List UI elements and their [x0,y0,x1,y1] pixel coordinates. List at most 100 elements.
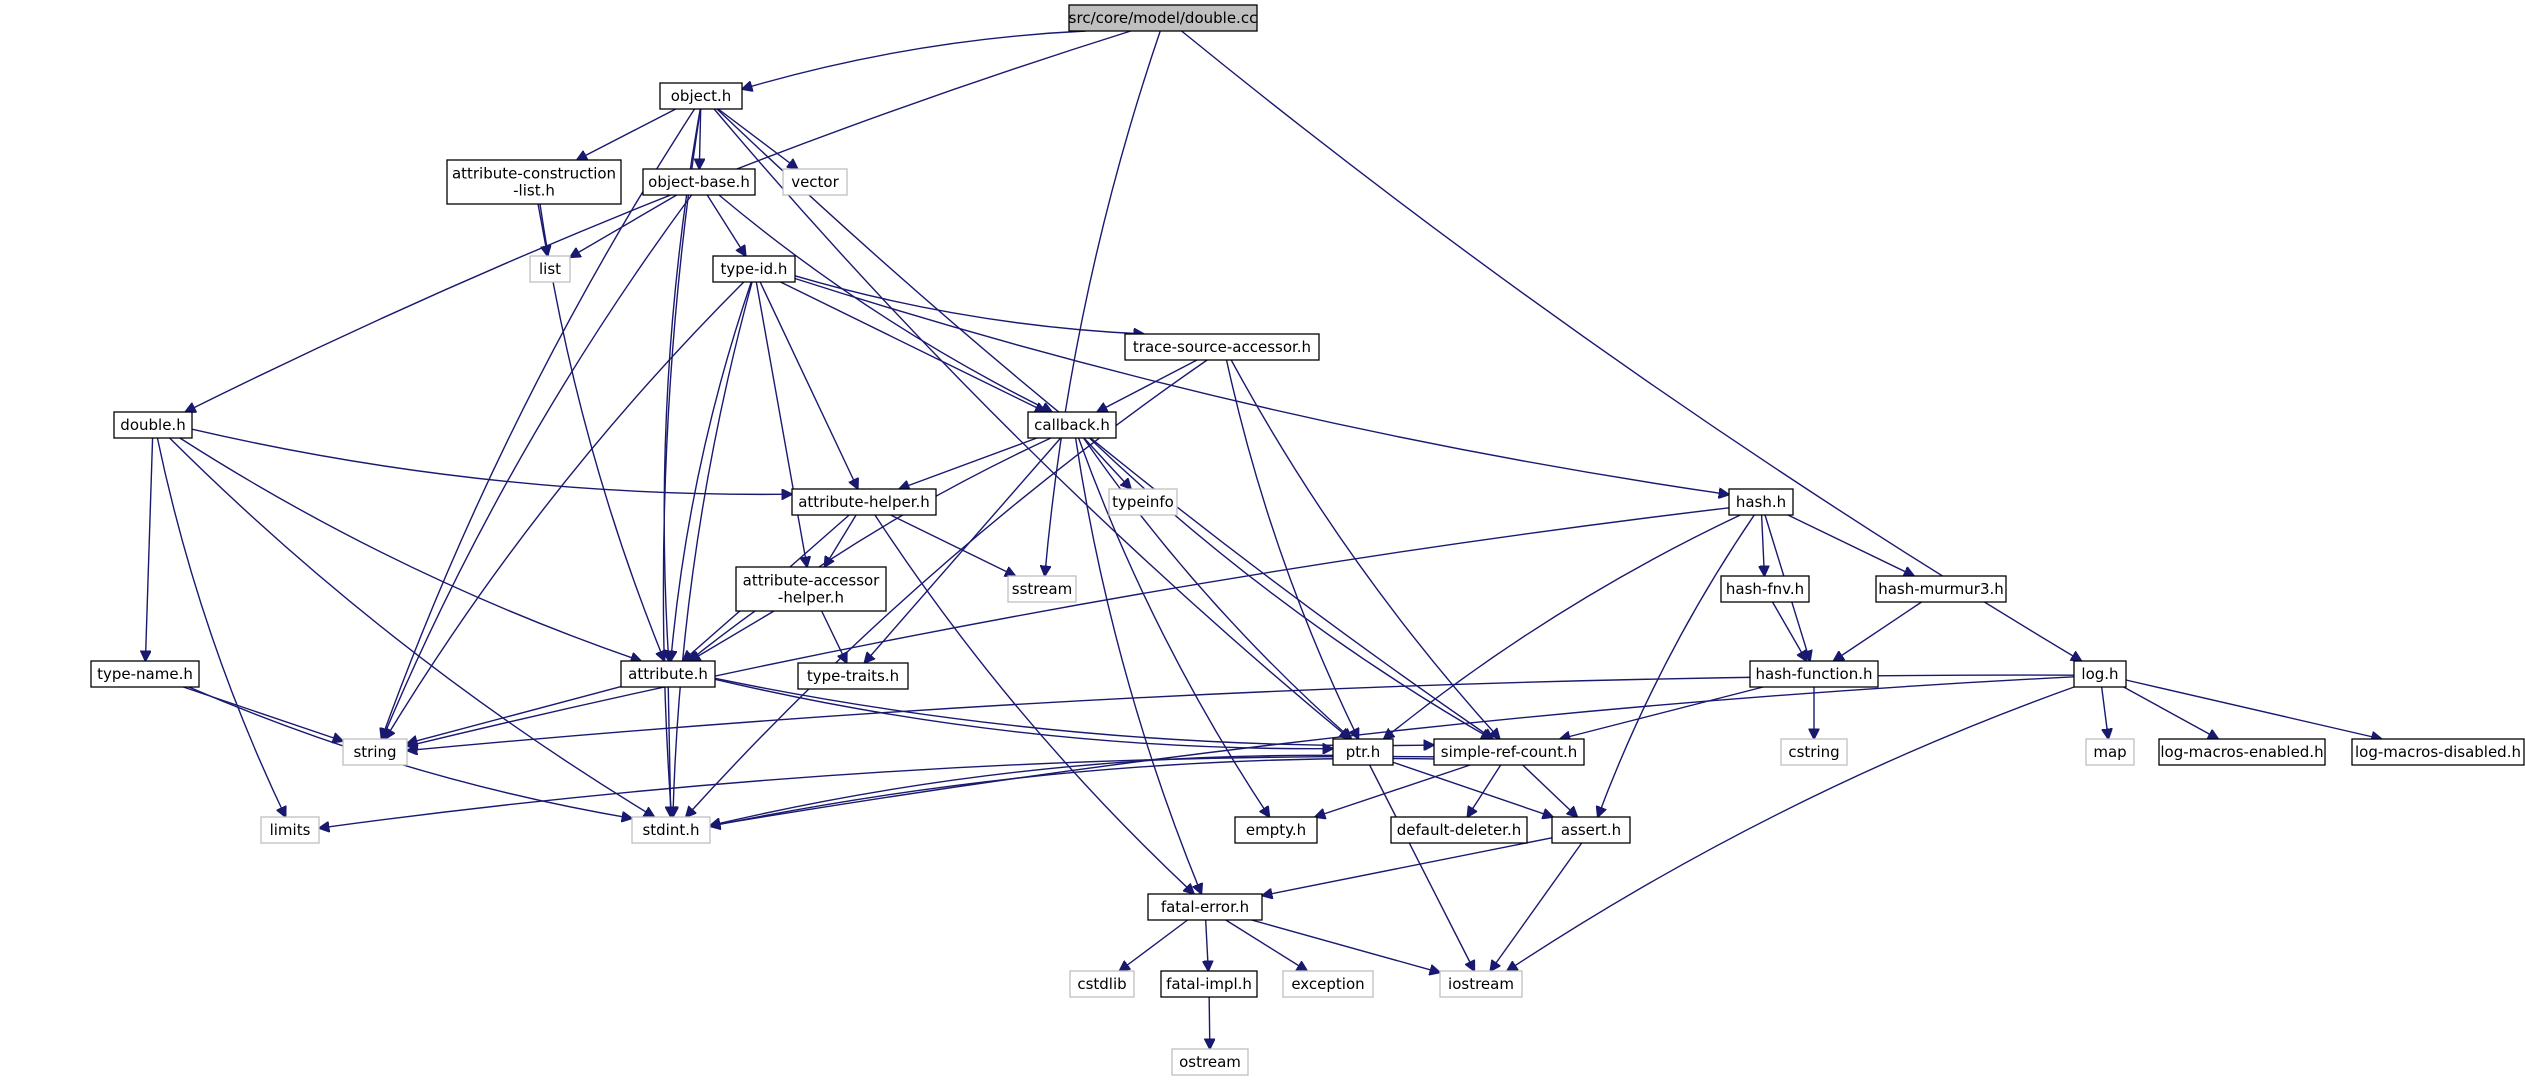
node-double-h[interactable]: double.h [113,411,193,439]
edge-type_id_h-to-callback_h [780,281,1046,412]
node-label: attribute.h [628,665,708,683]
edge-type_name_h-to-stdint [188,686,632,818]
node-box [782,168,848,196]
node-label: log.h [2081,665,2118,683]
node-log-macros-dis[interactable]: log-macros-disabled.h [2351,738,2525,766]
edge-callback_h-to-empty_h [1077,437,1270,817]
node-assert-h[interactable]: assert.h [1551,816,1631,844]
edge-trace_source-to-callback_h [1097,359,1198,412]
node-box [1780,738,1848,766]
node-attribute-h[interactable]: attribute.h [620,660,716,688]
edge-attr_accessor-to-attribute_h [690,610,775,661]
node-label: type-id.h [721,260,788,278]
node-label: log-macros-disabled.h [2355,743,2521,761]
edge-log_h-to-log_macros_en [2123,686,2219,739]
edge-log_h-to-stdint [710,676,2075,826]
edge-attr_construction-to-list [537,203,548,256]
node-label: empty.h [1246,821,1306,839]
node-box [1439,970,1523,998]
node-callback-h[interactable]: callback.h [1027,411,1117,439]
edge-double_h-to-type_name_h [145,437,154,661]
edge-fatal_error-to-fatal_impl [1206,919,1209,971]
edge-trace_source-to-stdint [686,359,1208,817]
edge-log_h-to-iostream [1507,686,2075,971]
node-label: map [2093,743,2126,761]
node-label: typeinfo [1112,493,1174,511]
node-attr-helper[interactable]: attribute-helper.h [791,488,937,516]
node-fatal-impl[interactable]: fatal-impl.h [1160,970,1258,998]
edges-layer [145,30,2381,1049]
node-box [642,168,756,196]
nodes-layer: src/core/model/double.ccobject.hsstreaml… [90,4,2525,1076]
node-type-traits[interactable]: type-traits.h [797,662,909,690]
node-box [342,738,408,766]
node-type-id-h[interactable]: type-id.h [712,255,796,283]
node-hash-fnv[interactable]: hash-fnv.h [1720,575,1810,603]
node-label: -list.h [513,182,555,200]
node-box [113,411,193,439]
node-hash-h[interactable]: hash.h [1728,488,1794,516]
edge-hash_fnv-to-hash_function [1771,601,1806,661]
node-box [1234,816,1318,844]
node-simple-ref[interactable]: simple-ref-count.h [1433,738,1585,766]
node-attr-construction[interactable]: attribute-construction-list.h [446,159,622,205]
node-object-base-h[interactable]: object-base.h [642,168,756,196]
node-hash-function[interactable]: hash-function.h [1749,660,1879,688]
node-label: string [353,743,396,761]
edge-object_h-to-ptr_h [713,108,1350,739]
node-type-name-h[interactable]: type-name.h [90,660,200,688]
edge-simple_ref-to-assert_h [1522,764,1578,817]
edge-assert_h-to-iostream [1490,842,1583,971]
node-empty-h[interactable]: empty.h [1234,816,1318,844]
edge-type_id_h-to-hash_h [794,277,1729,494]
node-attr-accessor[interactable]: attribute-accessor-helper.h [735,566,887,612]
node-log-macros-en[interactable]: log-macros-enabled.h [2158,738,2326,766]
node-box [1433,738,1585,766]
node-box [620,660,716,688]
edge-trace_source-to-ptr_h [1225,359,1359,739]
node-label: ostream [1179,1053,1241,1071]
edge-type_id_h-to-attribute_h [671,281,752,661]
node-trace-source[interactable]: trace-source-accessor.h [1124,333,1320,361]
node-box [2073,660,2127,688]
node-label: callback.h [1034,416,1110,434]
node-box [631,816,711,844]
node-ptr-h[interactable]: ptr.h [1332,738,1394,766]
node-iostream: iostream [1439,970,1523,998]
node-box [1332,738,1394,766]
edge-simple_ref-to-empty_h [1315,764,1471,817]
node-label: default-deleter.h [1397,821,1522,839]
node-log-h[interactable]: log.h [2073,660,2127,688]
edge-attribute_h-to-simple_ref [714,677,1434,745]
node-label: -helper.h [778,589,844,607]
edge-hash_h-to-hash_fnv [1762,514,1765,576]
edge-callback_h-to-attribute_h [689,437,1052,661]
edge-object_h-to-attr_construction [577,108,677,160]
node-default-deleter[interactable]: default-deleter.h [1390,816,1528,844]
node-hash-murmur3[interactable]: hash-murmur3.h [1875,575,2007,603]
node-box [1068,4,1258,32]
edge-log_h-to-map [2100,686,2109,739]
node-box [1728,488,1794,516]
node-box [529,255,571,283]
node-box [1007,575,1077,603]
edge-object_h-to-stdint [662,108,702,817]
node-box [1160,970,1258,998]
edge-hash_h-to-string [407,507,1730,746]
node-label: object-base.h [648,173,750,191]
edge-object_h-to-string [381,108,696,739]
edge-hash_h-to-hash_murmur3 [1787,514,1914,576]
node-box [1282,970,1374,998]
node-label: cstring [1788,743,1839,761]
node-label: hash.h [1736,493,1786,511]
edge-object_base_h-to-list [570,194,678,257]
node-label: assert.h [1561,821,1621,839]
node-object-h[interactable]: object.h [659,82,743,110]
node-cstdlib: cstdlib [1069,970,1135,998]
node-box [1027,411,1117,439]
node-label: hash-fnv.h [1726,580,1804,598]
node-fatal-error[interactable]: fatal-error.h [1147,893,1263,921]
edge-fatal_error-to-exception [1225,919,1307,971]
node-limits: limits [260,816,320,844]
edge-attr_helper-to-fatal_error [874,514,1194,894]
